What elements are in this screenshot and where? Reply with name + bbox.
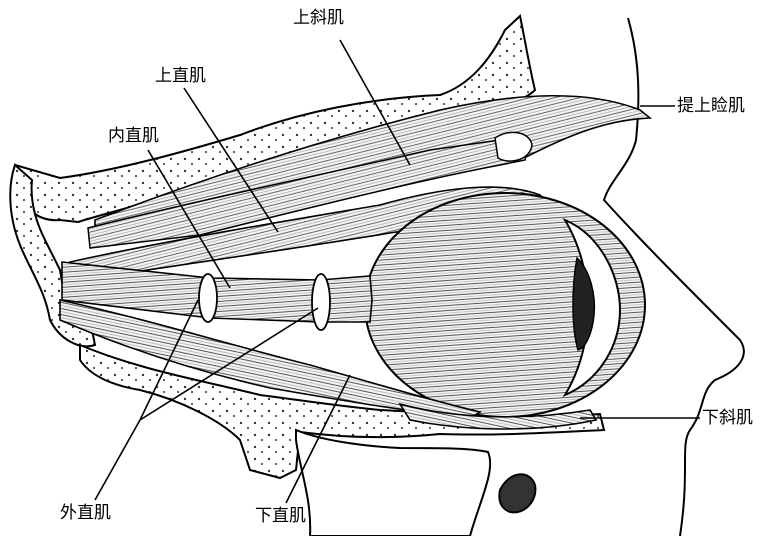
label-inferior-oblique: 下斜肌: [702, 410, 753, 427]
infraorbital-foramen: [499, 474, 535, 512]
label-superior-oblique: 上斜肌: [293, 10, 344, 27]
label-superior-rectus: 上直肌: [155, 68, 206, 85]
maxilla: [296, 430, 490, 536]
lateral-rectus-tendon: [312, 274, 330, 330]
medial-rectus-tendon: [199, 274, 217, 322]
label-inferior-rectus: 下直肌: [255, 508, 306, 525]
label-medial-rectus: 内直肌: [108, 128, 159, 145]
label-lateral-rectus: 外直肌: [60, 505, 111, 522]
leader-lateral-rectus-c: [95, 420, 140, 500]
label-levator: 提上睑肌: [677, 98, 745, 115]
